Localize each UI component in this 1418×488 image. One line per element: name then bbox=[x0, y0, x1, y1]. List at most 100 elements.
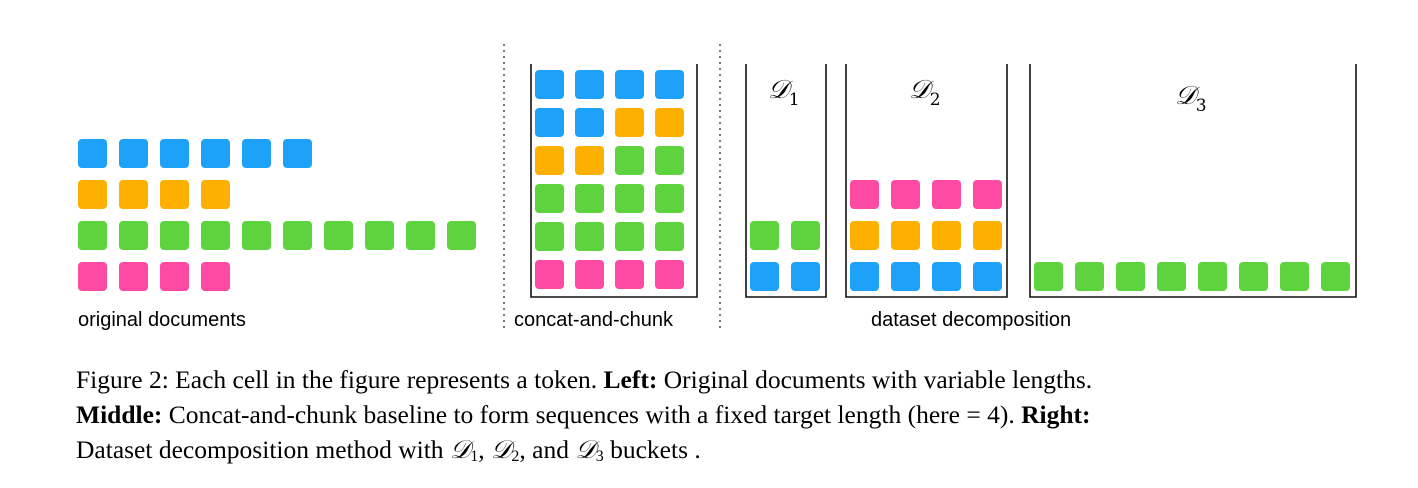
caption-left-text: Original documents with variable lengths… bbox=[663, 365, 1093, 394]
token-cell bbox=[119, 139, 148, 168]
token-cell bbox=[655, 260, 684, 289]
token-cell bbox=[973, 180, 1002, 209]
token-cell bbox=[78, 180, 107, 209]
token-cell bbox=[1157, 262, 1186, 291]
token-cell bbox=[78, 221, 107, 250]
token-cell bbox=[575, 70, 604, 99]
token-cell bbox=[283, 139, 312, 168]
token-cell bbox=[78, 139, 107, 168]
caption-d3-symbol: 𝒟 bbox=[575, 435, 596, 465]
token-cell bbox=[535, 70, 564, 99]
token-cell bbox=[973, 262, 1002, 291]
token-cell bbox=[119, 221, 148, 250]
bucket-d1-bin bbox=[745, 64, 827, 298]
token-cell bbox=[615, 108, 644, 137]
caption-intro: Each cell in the figure represents a tok… bbox=[175, 365, 598, 394]
caption-right-text-before: Dataset decomposition method with bbox=[76, 435, 444, 464]
token-cell bbox=[535, 222, 564, 251]
dataset-decomposition-label: dataset decomposition bbox=[871, 309, 1072, 331]
token-cell bbox=[201, 262, 230, 291]
token-cell bbox=[160, 180, 189, 209]
token-cell bbox=[791, 221, 820, 250]
token-cell bbox=[242, 139, 271, 168]
token-cell bbox=[615, 70, 644, 99]
token-cell bbox=[615, 260, 644, 289]
token-cell bbox=[932, 221, 961, 250]
bucket-d3-bin bbox=[1029, 64, 1357, 298]
token-cell bbox=[655, 146, 684, 175]
caption-d1-symbol: 𝒟 bbox=[449, 435, 471, 465]
token-cell bbox=[447, 221, 476, 250]
caption-right-text-after: buckets . bbox=[610, 435, 701, 464]
token-cell bbox=[932, 262, 961, 291]
token-cell bbox=[283, 221, 312, 250]
token-cell bbox=[655, 108, 684, 137]
token-cell bbox=[242, 221, 271, 250]
token-cell bbox=[615, 184, 644, 213]
token-cell bbox=[535, 108, 564, 137]
token-cell bbox=[160, 262, 189, 291]
caption-middle-heading: Middle: bbox=[76, 400, 163, 429]
token-cell bbox=[655, 222, 684, 251]
original-documents-group bbox=[78, 139, 476, 291]
token-cell bbox=[973, 221, 1002, 250]
bucket-d2-bin bbox=[845, 64, 1008, 298]
caption-d2-symbol: 𝒟 bbox=[491, 435, 512, 465]
token-cell bbox=[575, 260, 604, 289]
token-cell bbox=[1198, 262, 1227, 291]
token-cell bbox=[1321, 262, 1350, 291]
token-cell bbox=[850, 221, 879, 250]
caption-line-2: Middle: Concat-and-chunk baseline to for… bbox=[76, 397, 1366, 432]
caption-middle-text: Concat-and-chunk baseline to form sequen… bbox=[168, 400, 1015, 429]
token-cell bbox=[891, 180, 920, 209]
token-cell bbox=[1239, 262, 1268, 291]
caption-d1-sub: 1 bbox=[470, 448, 479, 465]
token-cell bbox=[201, 139, 230, 168]
token-cell bbox=[201, 180, 230, 209]
token-cell bbox=[324, 221, 353, 250]
concat-and-chunk-label: concat-and-chunk bbox=[514, 309, 673, 331]
token-cell bbox=[891, 221, 920, 250]
token-cell bbox=[78, 262, 107, 291]
bucket-d1-title: 𝒟1 bbox=[768, 75, 800, 110]
concat-bin bbox=[530, 64, 698, 298]
caption-left-heading: Left: bbox=[603, 365, 658, 394]
token-cell bbox=[932, 180, 961, 209]
token-cell bbox=[535, 146, 564, 175]
token-cell bbox=[750, 221, 779, 250]
token-cell bbox=[575, 146, 604, 175]
dataset-decomposition-group bbox=[750, 180, 1350, 291]
token-cell bbox=[535, 260, 564, 289]
token-cell bbox=[891, 262, 920, 291]
caption-figure-label: Figure 2: bbox=[76, 365, 169, 394]
bucket-d2-title: 𝒟2 bbox=[909, 75, 941, 110]
token-cell bbox=[575, 108, 604, 137]
token-cell bbox=[791, 262, 820, 291]
token-cell bbox=[655, 70, 684, 99]
token-cell bbox=[1075, 262, 1104, 291]
caption-d2-sub: 2 bbox=[511, 448, 520, 465]
caption-line-1: Figure 2: Each cell in the figure repres… bbox=[76, 362, 1366, 397]
token-cell bbox=[575, 184, 604, 213]
original-documents-label: original documents bbox=[78, 309, 246, 331]
token-cell bbox=[535, 184, 564, 213]
token-cell bbox=[750, 262, 779, 291]
caption-line-3: Dataset decomposition method with 𝒟1, 𝒟2… bbox=[76, 432, 1366, 468]
token-cell bbox=[119, 262, 148, 291]
token-cell bbox=[615, 146, 644, 175]
figure-caption: Figure 2: Each cell in the figure repres… bbox=[76, 362, 1366, 468]
token-cell bbox=[655, 184, 684, 213]
concat-and-chunk-group bbox=[535, 70, 684, 289]
caption-d3-sub: 3 bbox=[595, 448, 604, 465]
token-cell bbox=[1116, 262, 1145, 291]
token-cell bbox=[1034, 262, 1063, 291]
caption-sep2: , and bbox=[519, 435, 569, 464]
figure-diagram: 𝒟1 𝒟2 𝒟3 bbox=[78, 44, 1357, 330]
token-cell bbox=[406, 221, 435, 250]
caption-sep1: , bbox=[478, 435, 485, 464]
bucket-d3-title: 𝒟3 bbox=[1175, 81, 1207, 116]
token-cell bbox=[160, 139, 189, 168]
token-cell bbox=[1280, 262, 1309, 291]
token-cell bbox=[575, 222, 604, 251]
token-cell bbox=[160, 221, 189, 250]
